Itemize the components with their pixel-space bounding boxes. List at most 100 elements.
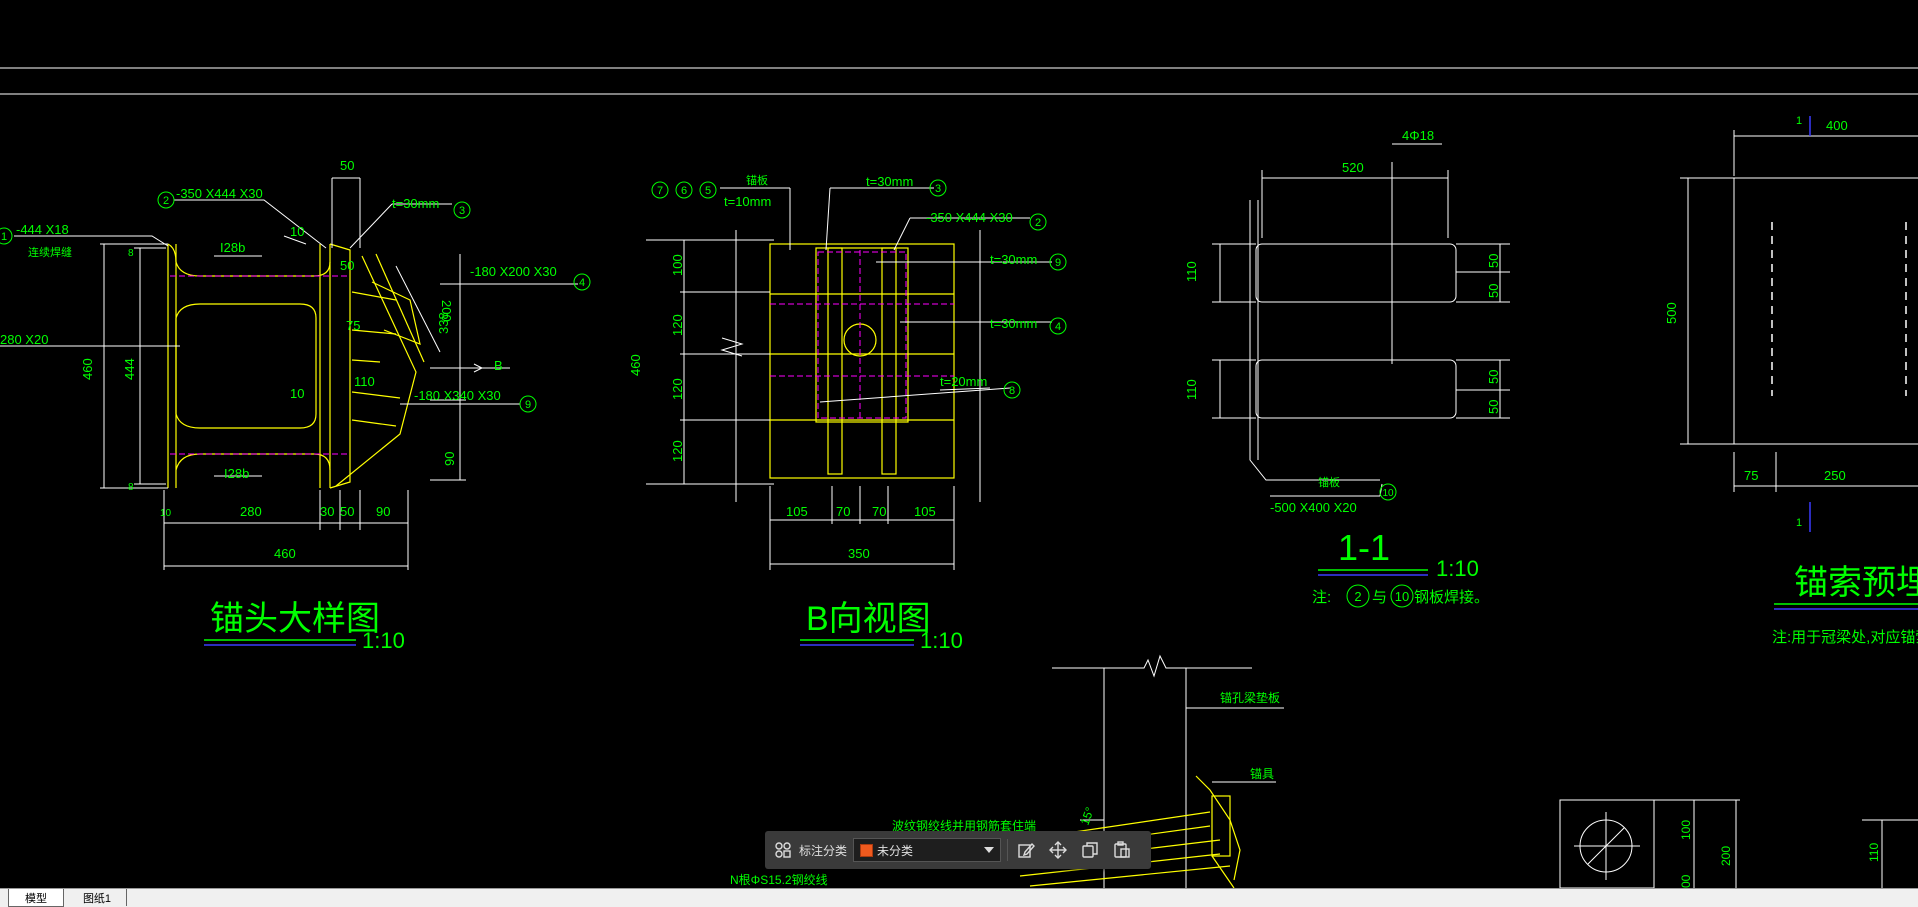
- label-left-cut: 280 X20: [0, 332, 48, 347]
- dim-50-top: 50: [340, 158, 354, 173]
- bd-dim-100: 100: [1679, 820, 1693, 840]
- s11-dim-50a: 50: [1486, 254, 1501, 268]
- rv-dim-75: 75: [1744, 468, 1758, 483]
- tab-sheet1[interactable]: 图纸1: [68, 889, 127, 906]
- section-1-1-view: 10 4Φ18 520 锚板 -500 X400 X20 110 110 50 …: [1184, 128, 1510, 608]
- anchor-embed-view: 400 1 1 500 75 250 锚索预埋件 注:用于冠梁处,对应锚索位置: [1664, 115, 1918, 646]
- b-dim-105b: 105: [914, 504, 936, 519]
- dim-30: 30: [320, 504, 334, 519]
- rv-mark-1-bottom: 1: [1796, 517, 1802, 529]
- view-scale-b-direction: 1:10: [920, 628, 963, 653]
- marker-2: 2: [163, 195, 169, 207]
- bd-strand-note: 波纹钢绞线并用钢筋套住端: [892, 818, 1036, 833]
- s11-note-mid: 与: [1372, 589, 1387, 606]
- b-dim-460: 460: [628, 354, 643, 376]
- label-plate2: -350 X444 X30: [176, 186, 263, 201]
- s11-note-suffix: 钢板焊接。: [1414, 588, 1489, 606]
- b-dim-70a: 70: [836, 504, 850, 519]
- b-marker-2: 2: [1035, 217, 1041, 229]
- b-marker-5: 5: [705, 185, 711, 197]
- b-label-top-note: 锚板: [746, 173, 768, 187]
- b-label-t30-4: t=30mm: [990, 316, 1037, 331]
- tab-model[interactable]: 模型: [8, 889, 64, 907]
- dim-338: 338: [436, 312, 451, 334]
- b-dim-70b: 70: [872, 504, 886, 519]
- dim-8-bottom: 8: [128, 482, 134, 493]
- edit-icon[interactable]: [1014, 838, 1038, 862]
- category-dropdown[interactable]: 未分类: [853, 838, 1002, 862]
- s11-label-plate: 锚板: [1318, 475, 1340, 489]
- b-dim-120a: 120: [670, 314, 685, 336]
- move-icon[interactable]: [1046, 838, 1070, 862]
- grid-menu-icon[interactable]: [771, 838, 795, 862]
- s11-note-prefix: 注:: [1312, 589, 1331, 606]
- dim-460-v: 460: [80, 358, 95, 380]
- bd-dim-200: 200: [1719, 846, 1733, 866]
- s11-dim-110b: 110: [1184, 379, 1199, 400]
- b-dim-100: 100: [670, 254, 685, 276]
- b-dim-105a: 105: [786, 504, 808, 519]
- b-label-t30-top: t=30mm: [866, 174, 913, 189]
- view-title-b-direction: B向视图: [806, 600, 931, 638]
- bd-anchor: 锚具: [1250, 766, 1274, 781]
- view-title-anchor-embed: 锚索预埋件: [1794, 564, 1918, 602]
- b-label-t20: t=20mm: [940, 374, 987, 389]
- dim-50-h: 50: [340, 504, 354, 519]
- label-t30: t=30mm: [392, 196, 439, 211]
- toolbar-divider: [1007, 839, 1009, 861]
- dim-10-a: 10: [290, 224, 304, 239]
- label-plate4: -180 X200 X30: [470, 264, 557, 279]
- b-direction-view: 7 6 5 3 2 9 4 8 锚板 t=10mm t=30mm -350 X4…: [628, 173, 1067, 653]
- dim-10-b: 10: [290, 386, 304, 401]
- bd-angle: 15°: [1078, 805, 1097, 827]
- marker-1: 1: [1, 231, 7, 243]
- b-dim-120c: 120: [670, 440, 685, 462]
- b-marker-4: 4: [1055, 321, 1061, 333]
- b-label-t30-9: t=30mm: [990, 252, 1037, 267]
- label-plate9: -180 X340 X30: [414, 388, 501, 403]
- s11-note-marker-2: 2: [1354, 589, 1361, 604]
- copy-icon[interactable]: [1078, 838, 1102, 862]
- bd-strand: N根ΦS15.2钢绞线: [730, 872, 828, 887]
- dim-90-h: 90: [376, 504, 390, 519]
- b-marker-3: 3: [935, 183, 941, 195]
- rv-dim-250: 250: [1824, 468, 1846, 483]
- s11-label-rebar: 4Φ18: [1402, 128, 1434, 143]
- b-marker-6: 6: [681, 185, 687, 197]
- dim-90-v: 90: [442, 452, 457, 466]
- cad-drawing-canvas[interactable]: 1 2 3 4 9 -444 X18 连续焊缝 -350 X444 X30 t=…: [0, 0, 1918, 888]
- view-scale-section-1-1: 1:10: [1436, 556, 1479, 581]
- s11-dim-50d: 50: [1486, 400, 1501, 414]
- dim-75: 75: [346, 318, 360, 333]
- b-label-t10: t=10mm: [724, 194, 771, 209]
- category-value: 未分类: [877, 843, 914, 858]
- category-color-swatch: [860, 843, 874, 857]
- view-title-section-1-1: 1-1: [1338, 527, 1390, 568]
- s11-dim-520: 520: [1342, 160, 1364, 175]
- dim-50-b: 50: [340, 258, 354, 273]
- dim-8-top: 8: [128, 248, 134, 259]
- label-plate1: -444 X18: [16, 222, 69, 237]
- dim-460-h: 460: [274, 546, 296, 561]
- view-title-anchor-head: 锚头大样图: [210, 600, 380, 638]
- view-scale-anchor-head: 1:10: [362, 628, 405, 653]
- dim-10-h: 10: [160, 508, 172, 519]
- rv-dim-500: 500: [1664, 302, 1679, 324]
- marker-3: 3: [459, 205, 465, 217]
- rv-mark-1-top: 1: [1796, 115, 1802, 127]
- bd-dim-110: 110: [1867, 843, 1881, 862]
- bottom-anchor-detail: 锚孔梁垫板 锚具 波纹钢绞线并用钢筋套住端 N根ΦS15.2钢绞线 15° 10…: [730, 654, 1918, 888]
- s11-label-plate-dim: -500 X400 X20: [1270, 500, 1357, 515]
- chevron-down-icon: [984, 847, 995, 853]
- s11-dim-110a: 110: [1184, 261, 1199, 282]
- paste-icon[interactable]: [1110, 838, 1134, 862]
- dim-200: 200: [439, 300, 454, 322]
- s11-marker-10: 10: [1382, 488, 1394, 499]
- b-marker-8: 8: [1009, 385, 1015, 397]
- b-marker-7: 7: [657, 185, 663, 197]
- b-dim-120b: 120: [670, 378, 685, 400]
- dim-280: 280: [240, 504, 262, 519]
- anchor-head-detail-view: 1 2 3 4 9 -444 X18 连续焊缝 -350 X444 X30 t=…: [0, 158, 591, 653]
- bd-steel-plate: 锚孔梁垫板: [1220, 690, 1280, 705]
- label-i28b-bottom: I28b: [224, 466, 249, 481]
